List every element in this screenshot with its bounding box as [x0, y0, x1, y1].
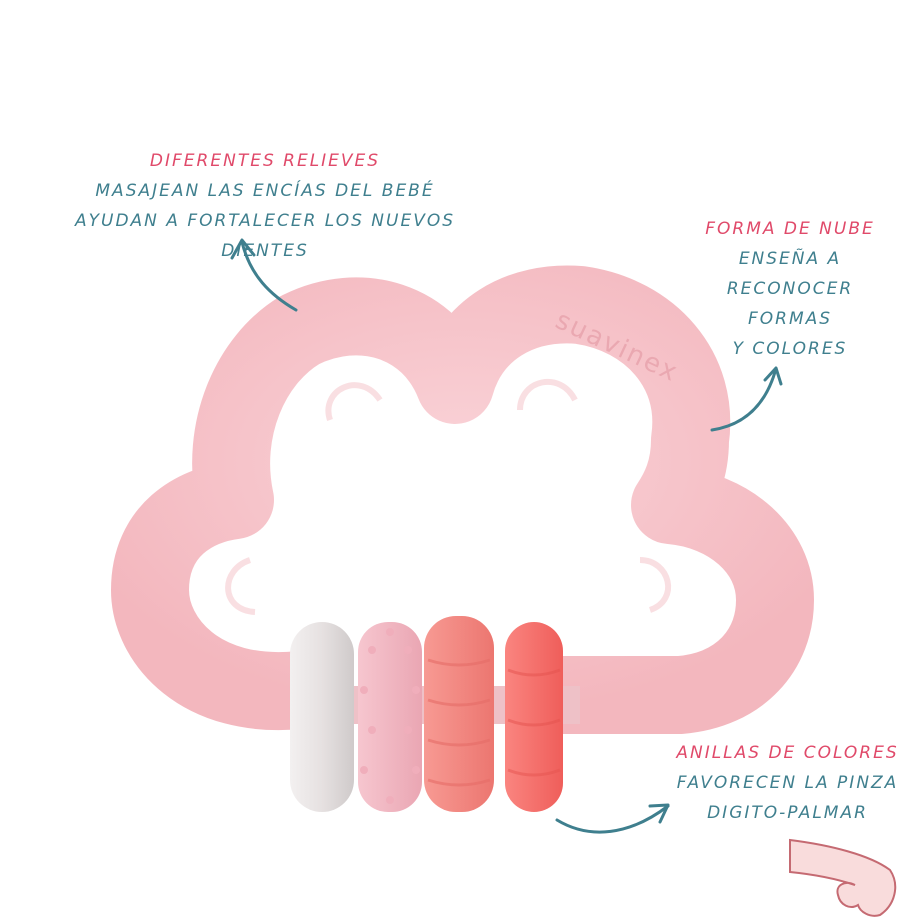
annotation-relieves-line: AYUDAN A FORTALECER LOS NUEVOS DIENTES: [74, 211, 456, 261]
annotation-anillas-line: DIGITO-PALMAR: [707, 803, 868, 823]
annotation-relieves-title: DIFERENTES RELIEVES: [149, 151, 381, 171]
arrowhead-nube-icon: [763, 366, 783, 386]
arrow-nube-icon: [710, 370, 777, 432]
ring-coral: [505, 622, 563, 812]
annotation-nube-title: FORMA DE NUBE: [705, 219, 875, 239]
annotation-nube-line: FORMAS: [747, 309, 833, 329]
annotation-nube-line: Y COLORES: [732, 339, 848, 359]
hand-pinch-icon: [789, 838, 897, 917]
ring-salmon: [424, 616, 494, 812]
ring-pink: [358, 622, 422, 812]
annotation-nube: FORMA DE NUBE ENSEÑA A RECONOCER FORMAS …: [690, 214, 890, 364]
arrow-anillas-icon: [555, 804, 670, 834]
arrowhead-anillas-icon: [648, 803, 670, 824]
ring-white: [290, 622, 354, 812]
rings: [290, 616, 563, 812]
arrow-relieves-icon: [240, 240, 298, 312]
annotation-anillas-title: ANILLAS DE COLORES: [676, 743, 899, 763]
annotation-anillas: ANILLAS DE COLORES FAVORECEN LA PINZA DI…: [665, 738, 910, 828]
annotation-nube-line: ENSEÑA A: [738, 249, 842, 269]
annotation-anillas-line: FAVORECEN LA PINZA: [676, 773, 899, 793]
annotation-relieves: DIFERENTES RELIEVES MASAJEAN LAS ENCÍAS …: [30, 146, 500, 266]
arrowhead-relieves-icon: [230, 238, 256, 260]
annotation-nube-line: RECONOCER: [726, 279, 854, 299]
annotation-relieves-line: MASAJEAN LAS ENCÍAS DEL BEBÉ: [95, 181, 435, 201]
